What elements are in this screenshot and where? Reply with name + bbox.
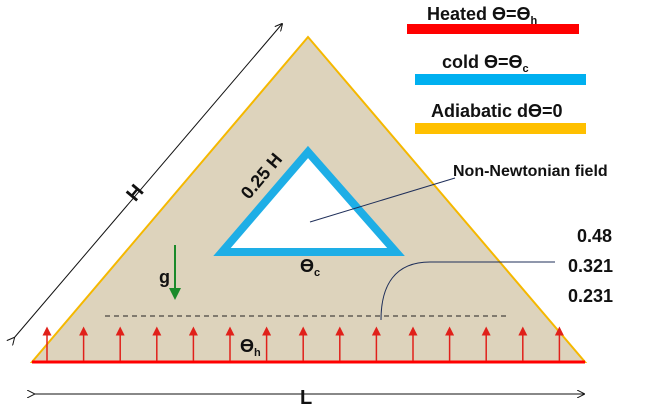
values-leader-line <box>380 261 555 321</box>
value-3: 0.231 <box>568 286 613 306</box>
cold-theta-label: ϴc <box>300 256 320 279</box>
gravity-label: g <box>159 267 170 287</box>
legend-cold-label: cold ϴ=ϴc <box>442 52 529 75</box>
legend-adiabatic-swatch <box>415 123 586 134</box>
length-label: L <box>300 387 312 409</box>
legend-heated-swatch <box>407 24 579 34</box>
field-label: Non-Newtonian field <box>453 163 608 180</box>
legend-heated-label: Heated ϴ=ϴh <box>427 4 538 27</box>
legend-adiabatic-label: Adiabatic dϴ=0 <box>431 101 563 121</box>
hot-theta-label: ϴh <box>240 336 261 359</box>
field-leader-line <box>309 177 456 223</box>
legend-cold-swatch <box>415 74 586 85</box>
value-1: 0.48 <box>577 226 612 246</box>
value-2: 0.321 <box>568 256 613 276</box>
height-dimension-line <box>14 24 282 338</box>
legend: Heated ϴ=ϴh cold ϴ=ϴc Adiabatic dϴ=0 <box>407 4 586 134</box>
